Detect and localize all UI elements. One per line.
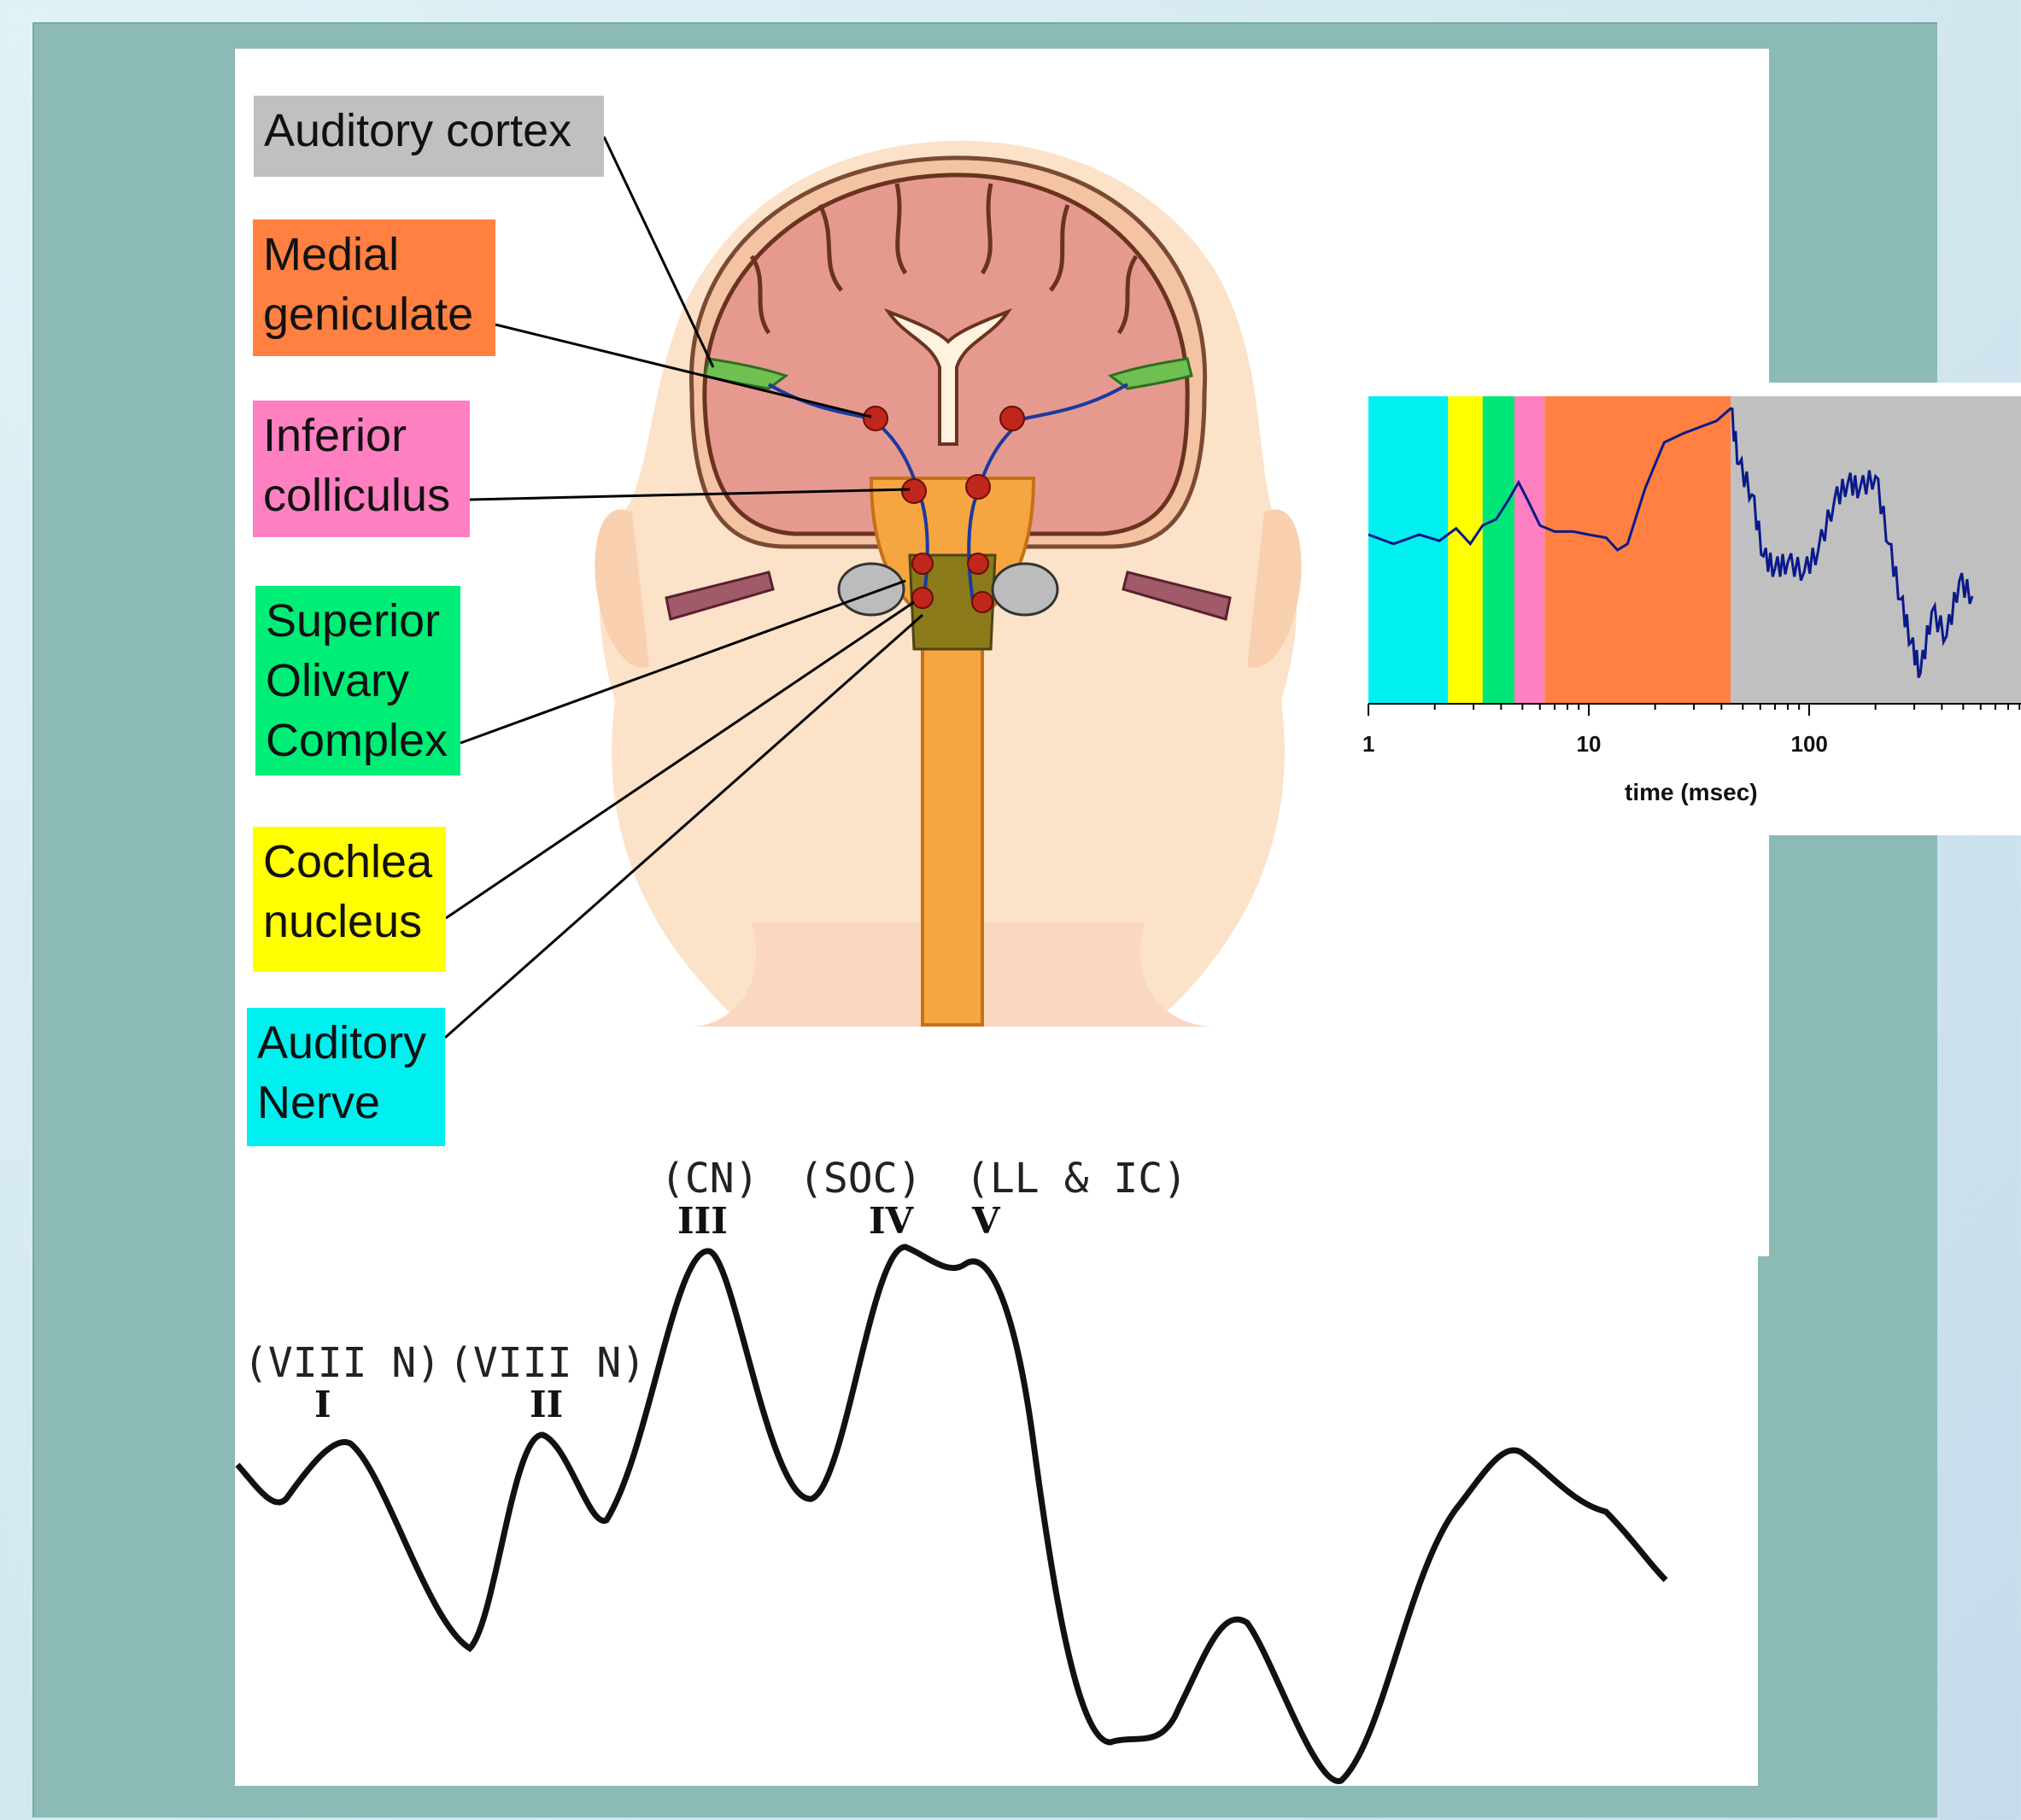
latency-chart-svg	[1356, 383, 2021, 835]
chart-tick-label: 1	[1362, 731, 1374, 758]
peak-numeral: IV	[869, 1200, 913, 1242]
left-cochlea	[839, 564, 904, 615]
label-cochlea-nucleus: Cochlea nucleus	[253, 827, 446, 972]
chart-tick-label: 10	[1577, 731, 1602, 758]
chart-tick-label: 100	[1791, 731, 1828, 758]
chart-band-2	[1483, 396, 1514, 704]
label-auditory-cortex: Auditory cortex	[254, 96, 604, 177]
label-auditory-nerve: Auditory Nerve	[247, 1008, 445, 1146]
peak-numeral: III	[677, 1200, 728, 1242]
latency-chart: time (msec) 11010010	[1356, 383, 2021, 835]
chart-band-5	[1731, 396, 2021, 704]
label-inferior-colliculus: Inferior colliculus	[253, 401, 470, 537]
abr-waveform	[237, 1247, 1666, 1781]
chart-band-4	[1544, 396, 1731, 704]
label-superior-olivary-complex: Superior Olivary Complex	[255, 586, 460, 775]
peak-site-label: (LL & IC)	[965, 1155, 1187, 1203]
label-medial-geniculate: Medial geniculate	[253, 219, 495, 356]
peak-site-label: (CN)	[660, 1155, 759, 1203]
peak-numeral: V	[972, 1200, 1000, 1242]
chart-band-1	[1448, 396, 1482, 704]
peak-site-label: (VIII N)	[243, 1339, 441, 1387]
peak-numeral: II	[530, 1384, 563, 1425]
right-cochlea	[993, 564, 1057, 615]
peak-site-label: (VIII N)	[448, 1339, 646, 1387]
chart-xlabel: time (msec)	[1625, 779, 1758, 806]
peak-site-label: (SOC)	[799, 1155, 923, 1203]
chart-band-3	[1514, 396, 1544, 704]
peak-numeral: I	[314, 1384, 331, 1425]
chart-band-0	[1368, 396, 1448, 704]
